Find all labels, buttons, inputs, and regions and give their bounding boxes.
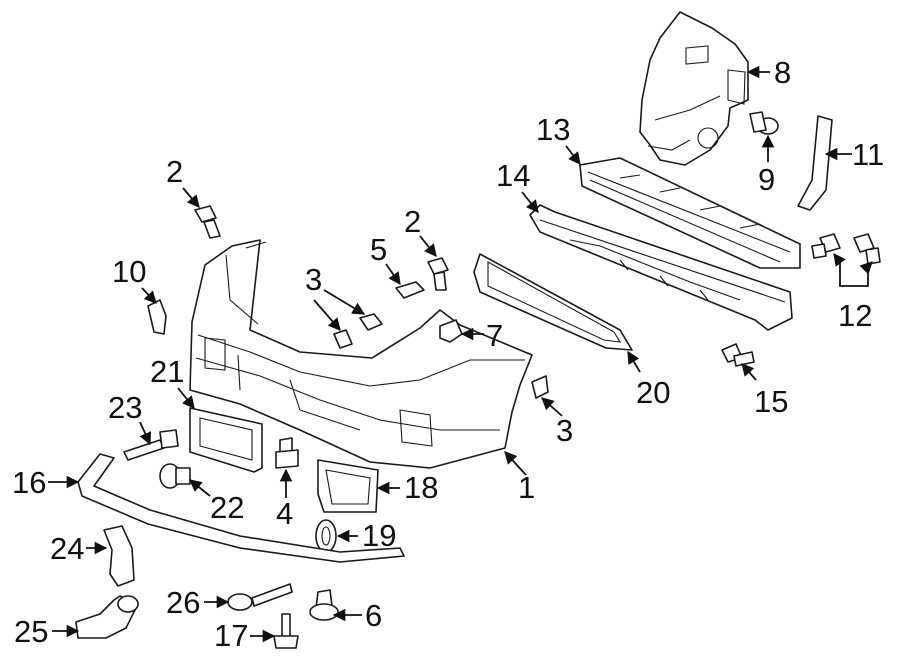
part-grommet-6 <box>309 589 339 621</box>
callout-3a: 3 <box>305 262 322 297</box>
callout-4: 4 <box>276 496 293 531</box>
part-ring-19 <box>315 519 337 553</box>
part-upper-reinforcement <box>579 157 801 269</box>
callout-14: 14 <box>496 158 530 193</box>
callout-5: 5 <box>370 232 387 267</box>
callout-19: 19 <box>362 518 396 553</box>
part-energy-absorber <box>529 204 793 331</box>
part-screw-2a <box>194 205 221 239</box>
callout-3b: 3 <box>556 413 573 448</box>
callout-22: 22 <box>210 490 244 525</box>
callout-9: 9 <box>758 162 775 197</box>
part-pushpin-9 <box>749 111 779 135</box>
part-duct-24 <box>103 525 135 587</box>
part-clip-3a <box>333 313 383 349</box>
part-clip-3b <box>531 375 549 399</box>
part-bracket-10 <box>147 299 167 335</box>
part-pin-17 <box>273 613 299 649</box>
part-bumper-cover <box>189 239 533 469</box>
callout-8: 8 <box>774 55 791 90</box>
callout-17: 17 <box>214 618 248 653</box>
part-screw-2b <box>427 257 449 291</box>
callout-15: 15 <box>754 384 788 419</box>
callout-11: 11 <box>852 137 884 172</box>
leader-lines <box>48 65 873 643</box>
part-fastener-22 <box>159 463 191 489</box>
part-tow-eye-26 <box>227 583 293 611</box>
callout-10: 10 <box>112 254 146 289</box>
callout-21: 21 <box>150 354 184 389</box>
callout-1: 1 <box>518 470 535 505</box>
part-bracket-11 <box>797 115 833 211</box>
callout-2a: 2 <box>166 154 183 189</box>
callout-24: 24 <box>50 531 84 566</box>
callout-13: 13 <box>536 112 570 147</box>
callout-23: 23 <box>108 390 142 425</box>
callout-numbers: 1 2 2 3 3 4 5 6 7 8 9 10 11 12 13 14 15 … <box>12 55 884 653</box>
callout-2b: 2 <box>404 204 421 239</box>
callout-6: 6 <box>365 598 382 633</box>
part-hose-25 <box>75 595 139 639</box>
callout-25: 25 <box>14 614 48 649</box>
part-deflector-16 <box>77 453 405 563</box>
part-grille <box>473 253 633 351</box>
part-wheel-liner <box>639 11 749 166</box>
part-bolt-15 <box>721 343 755 367</box>
part-stud-4 <box>275 437 299 469</box>
callout-26: 26 <box>166 585 200 620</box>
callout-18: 18 <box>404 470 438 505</box>
callout-12: 12 <box>838 298 872 333</box>
part-bezel-18 <box>317 459 379 513</box>
part-retainer-23 <box>123 429 179 461</box>
callout-20: 20 <box>636 375 670 410</box>
part-spacer-5 <box>395 281 425 299</box>
part-bolts-12 <box>811 233 881 265</box>
part-nut-7 <box>439 319 463 343</box>
callout-16: 16 <box>12 465 46 500</box>
part-license-bracket <box>189 407 263 473</box>
callout-7: 7 <box>486 318 503 353</box>
